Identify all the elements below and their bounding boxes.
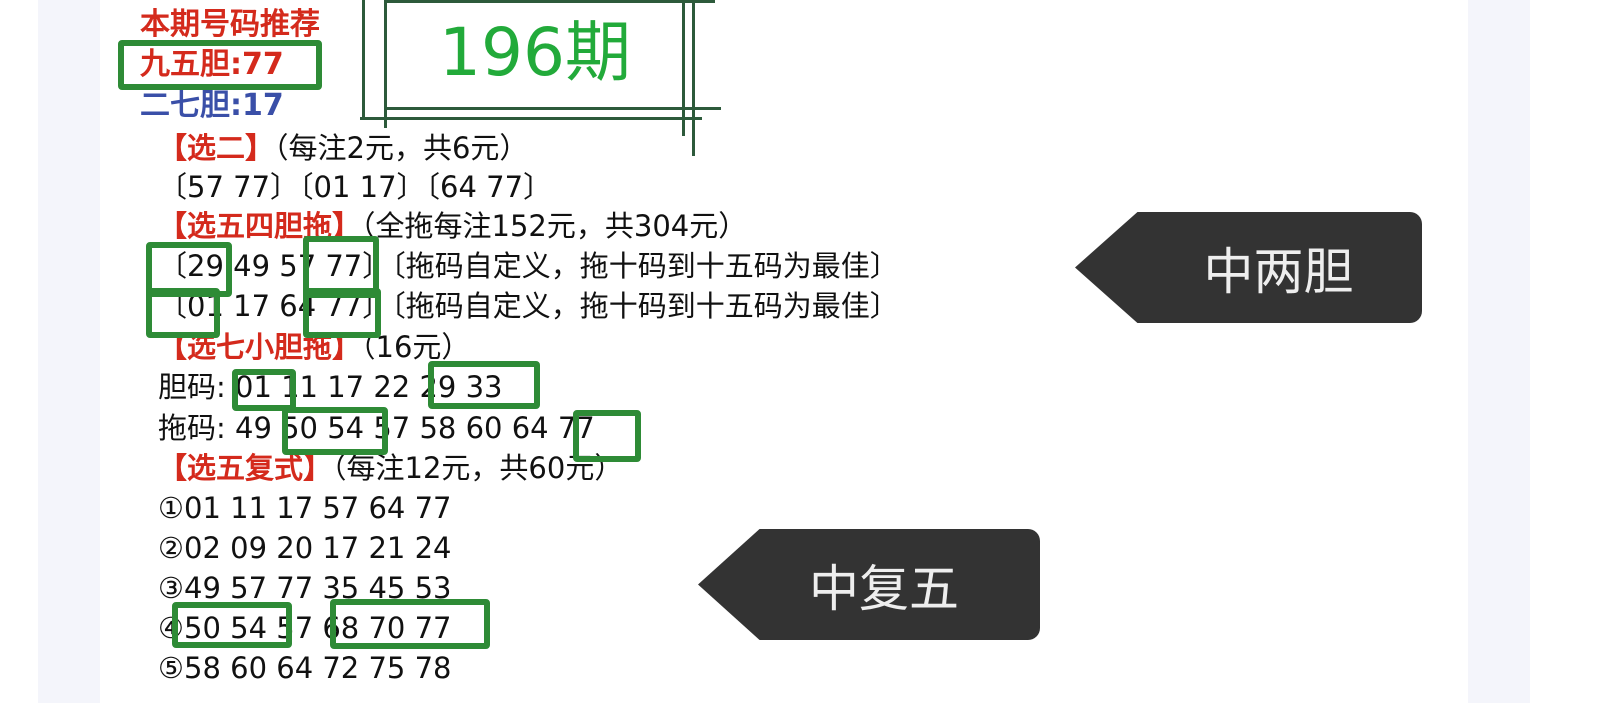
callout-two-dan: 中两胆 — [1075, 212, 1422, 323]
highlight-box — [118, 40, 322, 90]
highlight-box — [303, 236, 379, 298]
highlight-box — [232, 369, 296, 411]
frame-line — [682, 0, 685, 136]
left-margin — [38, 0, 100, 703]
list-item: ②02 09 20 17 21 24 — [158, 531, 452, 565]
highlight-box — [303, 288, 381, 338]
two-seven-pick: 二七胆:17 — [140, 88, 284, 123]
list-item: 〔01 17 64 77〕〔拖码自定义，拖十码到十五码为最佳〕 — [158, 289, 899, 323]
frame-line — [385, 0, 715, 3]
list-item: ①01 11 17 57 64 77 — [158, 491, 452, 525]
right-margin — [1468, 0, 1530, 703]
frame-line — [384, 0, 387, 128]
frame-line — [692, 0, 695, 156]
highlight-box — [428, 361, 540, 409]
list-item: ⑤58 60 64 72 75 78 — [158, 651, 452, 685]
highlight-box — [282, 407, 388, 455]
list-item: 胆码: 01 11 17 22 29 33 — [158, 370, 503, 404]
frame-line — [385, 107, 721, 110]
frame-line — [362, 0, 365, 120]
highlight-box — [330, 599, 490, 649]
title: 本期号码推荐 — [140, 7, 320, 42]
period-number: 196期 — [439, 14, 631, 91]
callout-compound-five: 中复五 — [698, 529, 1040, 640]
list-item: 〔57 77〕〔01 17〕〔64 77〕 — [158, 170, 553, 204]
highlight-box — [172, 602, 292, 648]
nine-five-pick: 九五胆:77 — [140, 47, 284, 82]
highlight-box — [146, 242, 232, 297]
frame-line — [360, 117, 702, 120]
list-item: 拖码: 49 50 54 57 58 60 64 77 — [158, 411, 595, 445]
highlight-box — [146, 288, 220, 338]
list-item: 〔29 49 57 77〕〔拖码自定义，拖十码到十五码为最佳〕 — [158, 249, 899, 283]
section-header: 【选二】（每注2元，共6元） — [158, 131, 529, 165]
list-item: ④50 54 57 68 70 77 — [158, 611, 452, 645]
highlight-box — [573, 410, 641, 462]
section-header: 【选五四胆拖】（全拖每注152元，共304元） — [158, 209, 748, 243]
section-header: 【选五复式】（每注12元，共60元） — [158, 451, 624, 485]
